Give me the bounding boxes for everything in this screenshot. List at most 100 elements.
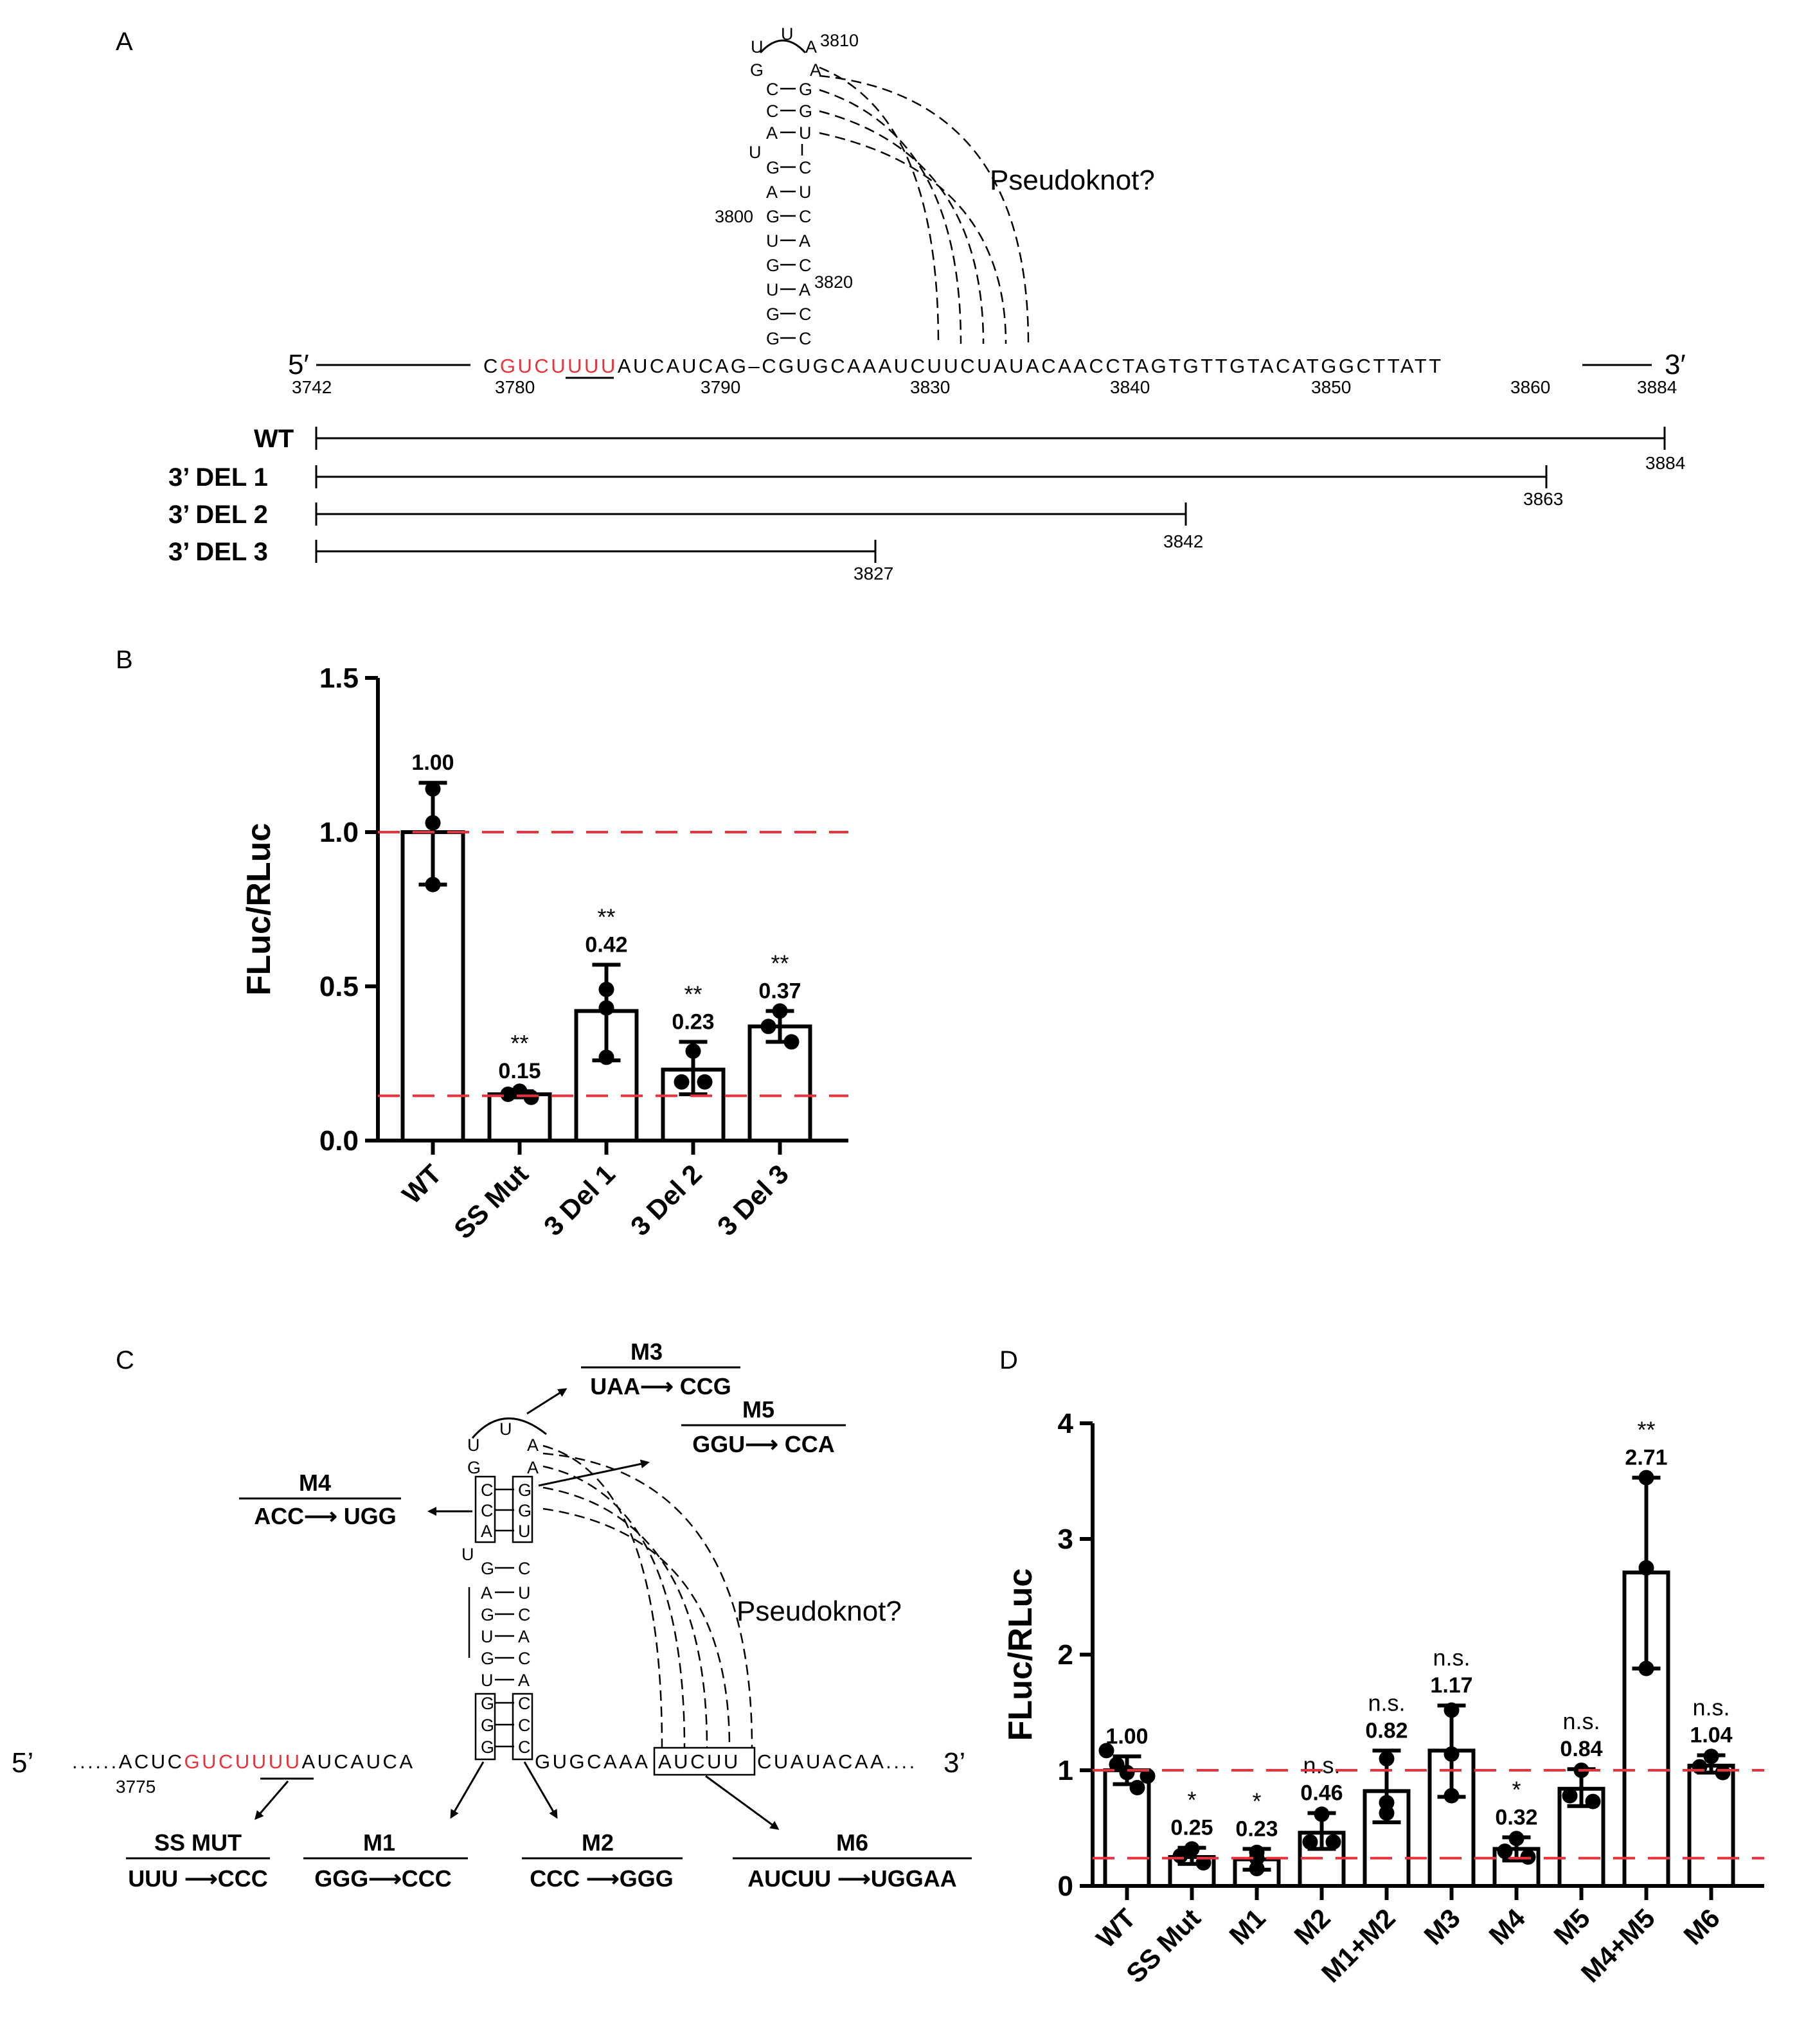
data-point [1140, 1768, 1156, 1784]
nt: G [750, 60, 764, 80]
data-point [1444, 1746, 1460, 1762]
significance-label: ** [771, 950, 789, 976]
position-label: 3790 [701, 377, 740, 397]
nt: U [781, 24, 794, 44]
y-tick-label: 1.5 [319, 662, 359, 694]
data-point [674, 1074, 690, 1090]
y-axis-label: FLuc/RLuc [240, 823, 278, 996]
data-point [1638, 1470, 1654, 1486]
data-point [523, 1089, 539, 1105]
significance-label: ** [684, 981, 702, 1007]
position-label: 3775 [116, 1777, 156, 1797]
nt: C [481, 1480, 494, 1500]
position-label: 3860 [1510, 377, 1550, 397]
value-label: 0.37 [758, 979, 801, 1003]
construct-end: 3863 [1523, 489, 1563, 509]
construct-label: 3’ DEL 2 [168, 501, 268, 529]
nt: A [766, 123, 778, 143]
nt: A [518, 1671, 530, 1690]
data-point [1129, 1780, 1145, 1795]
panel-a-label: A [116, 28, 133, 56]
data-point [1638, 1660, 1654, 1676]
construct-label: WT [254, 425, 294, 453]
mutation-arrows [255, 1388, 780, 1830]
nt: C [481, 1501, 494, 1520]
pseudoknot-arcs [819, 66, 1030, 344]
position-label: 3840 [1110, 377, 1150, 397]
base-pair-bonds [468, 1488, 514, 1748]
significance-label: * [1512, 1776, 1521, 1802]
data-point [598, 1000, 614, 1016]
significance-label: ** [510, 1030, 528, 1056]
mutation-boxes [474, 1475, 756, 1776]
x-tick-label: M1+M2 [1316, 1903, 1401, 1988]
nt: U [461, 1545, 474, 1564]
x-tick-label: M1 [1223, 1903, 1271, 1951]
data-point [1585, 1793, 1601, 1809]
nt: U [766, 231, 779, 251]
bar [487, 1092, 552, 1142]
data-point [1703, 1748, 1719, 1764]
data-point [598, 981, 614, 997]
nt: U [749, 143, 762, 162]
data-point [1119, 1764, 1135, 1781]
nt: G [481, 1694, 494, 1713]
data-point [1379, 1805, 1395, 1821]
rna-sequence-tail: CUAUACAA.... [757, 1750, 917, 1773]
nt: G [766, 305, 780, 324]
value-label: 1.00 [1105, 1724, 1148, 1748]
nt: U [766, 280, 779, 299]
nt: G [481, 1649, 494, 1668]
x-tick-label: WT [396, 1159, 447, 1210]
nt: G [799, 80, 812, 99]
nt: U [467, 1435, 480, 1455]
nt: G [766, 207, 780, 226]
panel-c-sequence: 5’ ......ACUCGUCUUUUAUCAUCA GUGCAAA AUCU… [12, 1747, 965, 1797]
significance-label: * [1252, 1788, 1261, 1814]
construct-label: 3’ DEL 1 [168, 463, 268, 492]
value-label: 1.17 [1430, 1673, 1472, 1698]
y-tick-label: 0.0 [319, 1125, 359, 1157]
construct-end: 3884 [1645, 453, 1685, 473]
rna-sequence: ......ACUCGUCUUUUAUCAUCA [72, 1750, 415, 1773]
mutant-title: M1 [363, 1829, 395, 1856]
significance-label: n.s. [1692, 1694, 1730, 1721]
nt: U [481, 1671, 494, 1690]
nt: C [518, 1559, 531, 1578]
pseudoknot-label: Pseudoknot? [737, 1595, 902, 1627]
data-point [1508, 1831, 1524, 1847]
panel-a-stem-loop: U U A 3810 G A C G C G A U U G C A U 380… [715, 24, 1155, 348]
value-label: 0.15 [498, 1059, 541, 1083]
three-prime-label: 3’ [943, 1747, 965, 1779]
nt: C [766, 102, 779, 121]
data-point [1098, 1743, 1114, 1759]
nt: U [518, 1522, 531, 1541]
x-tick-label: M5 [1548, 1903, 1596, 1951]
mutant-change: ACC⟶ UGG [254, 1503, 397, 1529]
nt: G [518, 1501, 532, 1520]
construct-end: 3827 [854, 564, 893, 583]
position-label: 3810 [820, 31, 859, 50]
three-prime-label: 3′ [1665, 349, 1686, 380]
nt: C [799, 329, 812, 348]
data-point [1715, 1764, 1731, 1781]
rna-sequence-box: AUCUU [658, 1750, 740, 1773]
position-label: 3780 [495, 377, 535, 397]
position-label: 3820 [814, 272, 853, 292]
panel-a-sequence: 5′ CGUCUUUUAUCAUCAG–CGUGCAAAUCUUCUAUACAA… [288, 349, 1686, 397]
nt: U [799, 123, 812, 143]
nt: A [799, 280, 810, 299]
y-tick-label: 2 [1058, 1639, 1073, 1671]
position-label: 3742 [292, 377, 332, 397]
significance-label: n.s. [1303, 1752, 1340, 1779]
nt: A [518, 1627, 530, 1646]
construct-label: 3’ DEL 3 [168, 538, 268, 566]
panel-a-constructs: WT 3884 3’ DEL 1 3863 3’ DEL 2 3842 3’ D… [168, 425, 1685, 583]
data-point [1302, 1834, 1318, 1850]
data-point [1444, 1702, 1460, 1718]
value-label: 1.04 [1690, 1723, 1732, 1748]
data-point [1379, 1751, 1395, 1766]
value-label: 2.71 [1625, 1446, 1667, 1470]
